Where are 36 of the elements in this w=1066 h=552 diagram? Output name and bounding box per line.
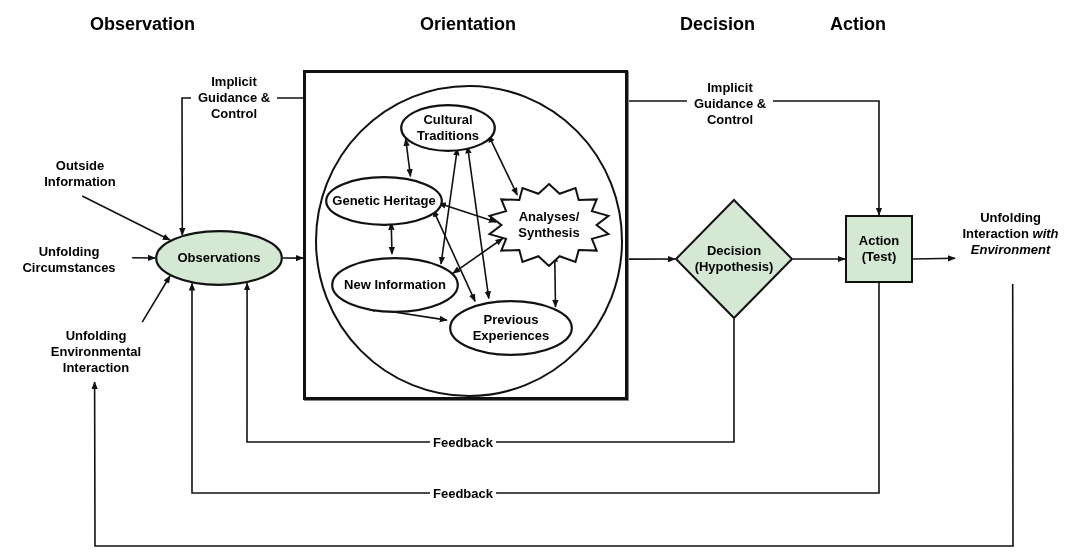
node-label: Decision (Hypothesis): [693, 243, 775, 275]
ellipse-node: [331, 257, 459, 313]
ellipse-node: [400, 104, 496, 152]
arrow: [81, 195, 171, 241]
arrow: [91, 283, 1014, 547]
column-heading: Action: [830, 14, 886, 35]
arrow: [188, 282, 880, 494]
node-label: Observations: [177, 250, 261, 266]
action-box: [845, 215, 913, 283]
arrow: [131, 254, 156, 262]
node-label: Genetic Heritage: [332, 193, 436, 209]
ellipse-node: [449, 300, 573, 356]
double-arrow: [452, 237, 504, 275]
text-label: Unfolding Environmental Interaction: [28, 326, 164, 382]
arrow: [243, 282, 735, 443]
text-label: Outside Information: [25, 156, 135, 192]
node-label: Cultural Traditions: [415, 112, 481, 144]
observations-ellipse: [155, 230, 283, 286]
double-arrow: [403, 138, 413, 178]
node-label: New Information: [344, 277, 446, 293]
node-label: Action (Test): [857, 233, 901, 265]
ellipse-node: [325, 176, 443, 226]
starburst-node: [488, 184, 610, 266]
decision-diamond: [675, 199, 793, 319]
node-label: Analyses/ Synthesis: [517, 209, 581, 241]
arrow: [627, 255, 676, 263]
text-label: Unfolding Interaction with Environment: [955, 208, 1066, 284]
arrow: [141, 275, 171, 323]
column-heading: Decision: [680, 14, 756, 35]
arrow: [282, 254, 304, 262]
node-label: Previous Experiences: [471, 312, 551, 344]
text-label: Unfolding Circumstances: [4, 242, 134, 278]
column-heading: Orientation: [420, 14, 516, 35]
arrow: [912, 255, 956, 262]
column-heading: Observation: [90, 14, 196, 35]
arrow: [792, 255, 846, 263]
